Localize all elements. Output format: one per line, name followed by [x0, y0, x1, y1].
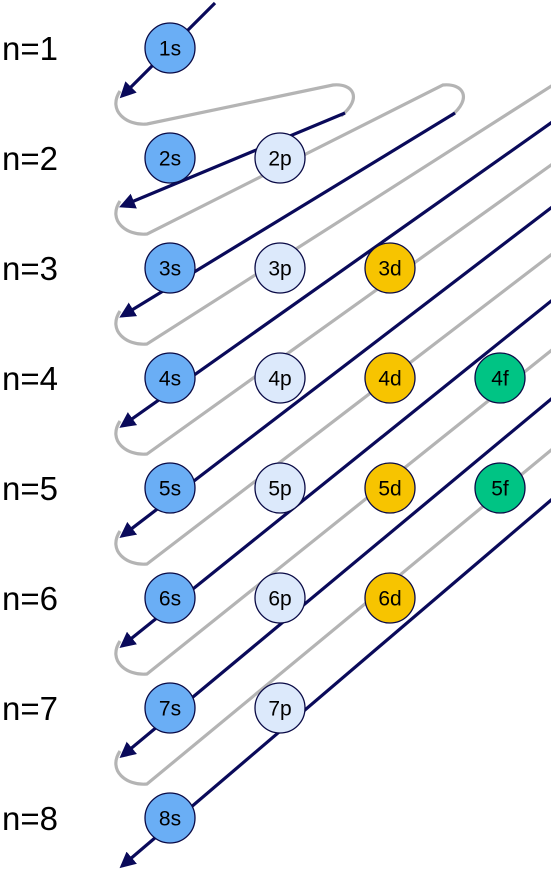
orbital-circle: [254, 352, 306, 404]
shell-label: n=1: [2, 30, 58, 67]
orbital-label: 5p: [268, 478, 291, 501]
orbital-label: 5s: [159, 478, 181, 501]
orbital-label: 8s: [159, 808, 181, 831]
orbital-2s: 2s: [144, 132, 196, 184]
orbital-circle: [254, 242, 306, 294]
connector-loop-5: [114, 252, 551, 566]
diagonal-arrow-4: [119, 120, 551, 428]
orbital-label: 5f: [491, 478, 509, 501]
orbital-label: 7s: [159, 698, 181, 721]
connector-loop-7: [114, 448, 551, 786]
orbital-5p: 5p: [254, 462, 306, 514]
shell-label: n=7: [2, 690, 58, 727]
orbital-circle: [254, 462, 306, 514]
orbital-circle: [474, 462, 526, 514]
shell-labels: n=1 n=2 n=3 n=4 n=5 n=6 n=7 n=8: [2, 30, 58, 837]
orbital-circle: [474, 352, 526, 404]
orbital-circle: [144, 22, 196, 74]
orbital-label: 6s: [159, 588, 181, 611]
orbital-label: 5d: [378, 478, 401, 501]
orbital-6d: 6d: [364, 572, 416, 624]
diagonal-arrows: [119, 1, 551, 869]
diagonal-arrow-8: [119, 498, 551, 869]
orbital-5s: 5s: [144, 462, 196, 514]
orbital-circle: [144, 792, 196, 844]
orbital-3s: 3s: [144, 242, 196, 294]
orbital-circle: [144, 462, 196, 514]
orbital-label: 3p: [268, 258, 291, 281]
orbital-label: 3d: [378, 258, 401, 281]
orbital-label: 6d: [378, 588, 401, 611]
orbital-4s: 4s: [144, 352, 196, 404]
diagonal-arrow-5: [119, 205, 551, 538]
connector-loop-1: [114, 83, 355, 126]
shell-label: n=5: [2, 470, 58, 507]
orbital-label: 4s: [159, 368, 181, 391]
orbital-label: 2s: [159, 148, 181, 171]
orbital-circle: [144, 572, 196, 624]
orbital-circle: [144, 682, 196, 734]
orbital-label: 1s: [159, 38, 181, 61]
orbital-label: 2p: [268, 148, 291, 171]
orbital-3p: 3p: [254, 242, 306, 294]
orbital-7s: 7s: [144, 682, 196, 734]
orbital-circle: [144, 132, 196, 184]
orbital-6s: 6s: [144, 572, 196, 624]
orbital-label: 6p: [268, 588, 291, 611]
orbital-5d: 5d: [364, 462, 416, 514]
orbital-circle: [254, 682, 306, 734]
orbital-3d: 3d: [364, 242, 416, 294]
orbital-circle: [364, 352, 416, 404]
shell-label: n=2: [2, 140, 58, 177]
orbital-circle: [254, 132, 306, 184]
orbital-7p: 7p: [254, 682, 306, 734]
orbital-1s: 1s: [144, 22, 196, 74]
diagonal-arrow-6: [119, 299, 551, 649]
orbital-label: 4f: [491, 368, 509, 391]
orbital-6p: 6p: [254, 572, 306, 624]
orbital-circle: [144, 352, 196, 404]
shell-label: n=6: [2, 580, 58, 617]
orbital-circle: [364, 462, 416, 514]
orbital-4d: 4d: [364, 352, 416, 404]
orbital-label: 7p: [268, 698, 291, 721]
orbital-4f: 4f: [474, 352, 526, 404]
shell-label: n=3: [2, 250, 58, 287]
orbital-8s: 8s: [144, 792, 196, 844]
diagonal-arrow-2: [119, 111, 346, 209]
orbital-4p: 4p: [254, 352, 306, 404]
orbital-grid: 1s 2s 2p 3s 3p 3d 4s 4p 4d 4f 5s 5p 5d 5f 6s 6p 6d 7s 7p 8s: [144, 22, 526, 844]
connector-loop-3: [114, 84, 551, 346]
connector-loops: [114, 83, 551, 786]
orbital-circle: [364, 242, 416, 294]
shell-label: n=4: [2, 360, 58, 397]
shell-label: n=8: [2, 800, 58, 837]
orbital-circle: [364, 572, 416, 624]
orbital-2p: 2p: [254, 132, 306, 184]
orbital-5f: 5f: [474, 462, 526, 514]
orbital-circle: [254, 572, 306, 624]
orbital-label: 4d: [378, 368, 401, 391]
orbital-circle: [144, 242, 196, 294]
orbital-label: 3s: [159, 258, 181, 281]
diagonal-arrow-7: [119, 397, 551, 759]
orbital-label: 4p: [268, 368, 291, 391]
